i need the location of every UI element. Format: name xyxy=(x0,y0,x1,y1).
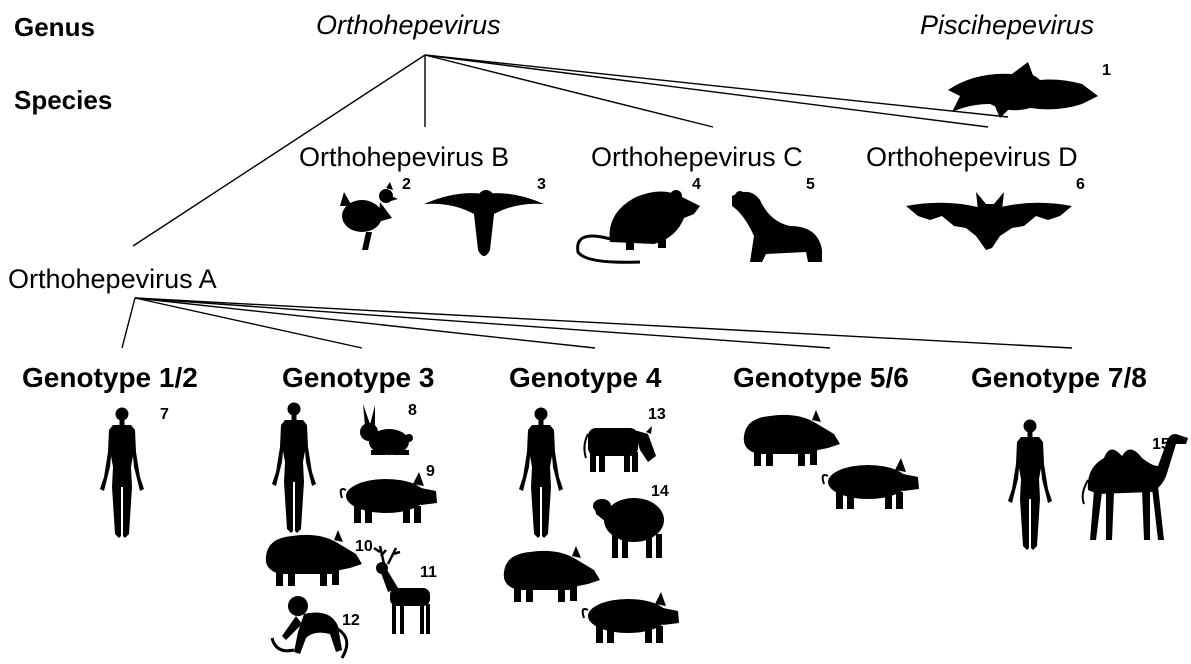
wild-boar-icon xyxy=(744,410,840,466)
human-icon xyxy=(272,403,316,534)
species-orthohepevirus-d: Orthohepevirus D xyxy=(866,142,1078,173)
host-number-rat: 4 xyxy=(692,176,701,194)
ferret-icon xyxy=(732,191,822,262)
chicken-icon xyxy=(340,182,398,250)
host-number-bat: 6 xyxy=(1076,176,1085,194)
host-number-ferret: 5 xyxy=(806,176,815,194)
genotype-1-2-label: Genotype 1/2 xyxy=(22,362,198,394)
host-number-cow: 13 xyxy=(648,406,666,424)
host-number-trout: 1 xyxy=(1102,62,1111,80)
genus-row-label: Genus xyxy=(14,12,95,43)
wild-boar-icon xyxy=(504,546,600,602)
cow-icon xyxy=(584,426,656,472)
species-orthohepevirus-b: Orthohepevirus B xyxy=(299,142,509,173)
species-row-label: Species xyxy=(14,85,112,116)
rabbit-icon xyxy=(360,404,413,455)
genotype-5-6-label: Genotype 5/6 xyxy=(733,362,909,394)
trout-icon xyxy=(948,62,1098,118)
host-number-kestrel: 3 xyxy=(537,176,546,194)
bat-icon xyxy=(906,192,1072,250)
camel-icon xyxy=(1083,434,1188,540)
host-number-sheep: 14 xyxy=(651,483,669,501)
host-number-monkey: 12 xyxy=(342,612,360,630)
host-number-chicken: 2 xyxy=(402,176,411,194)
host-number-deer: 11 xyxy=(420,564,437,582)
kestrel-icon xyxy=(424,190,544,256)
genotype-7-8-label: Genotype 7/8 xyxy=(971,362,1147,394)
deer-icon xyxy=(374,546,430,634)
genus-orthohepevirus: Orthohepevirus xyxy=(316,10,501,41)
host-number-human-g12: 7 xyxy=(160,406,169,424)
host-number-boar-g3: 10 xyxy=(355,538,373,556)
species-orthohepevirus-a: Orthohepevirus A xyxy=(8,264,217,295)
host-number-camel: 15 xyxy=(1152,436,1170,454)
host-number-pig-g3: 9 xyxy=(426,463,435,481)
pig-icon xyxy=(823,458,919,509)
sheep-icon xyxy=(593,498,664,558)
species-orthohepevirus-c: Orthohepevirus C xyxy=(591,142,803,173)
genotype-4-label: Genotype 4 xyxy=(509,362,661,394)
genotype-3-label: Genotype 3 xyxy=(282,362,434,394)
host-number-rabbit: 8 xyxy=(408,402,417,420)
rat-icon xyxy=(578,190,700,262)
wild-boar-icon xyxy=(266,530,362,586)
pig-icon xyxy=(583,592,679,643)
human-icon xyxy=(100,408,144,539)
human-icon xyxy=(519,408,563,539)
genus-piscihepevirus: Piscihepevirus xyxy=(920,10,1094,41)
human-icon xyxy=(1008,420,1052,551)
tree-lines xyxy=(122,55,1072,348)
monkey-icon xyxy=(272,596,347,658)
pig-icon xyxy=(341,472,437,523)
